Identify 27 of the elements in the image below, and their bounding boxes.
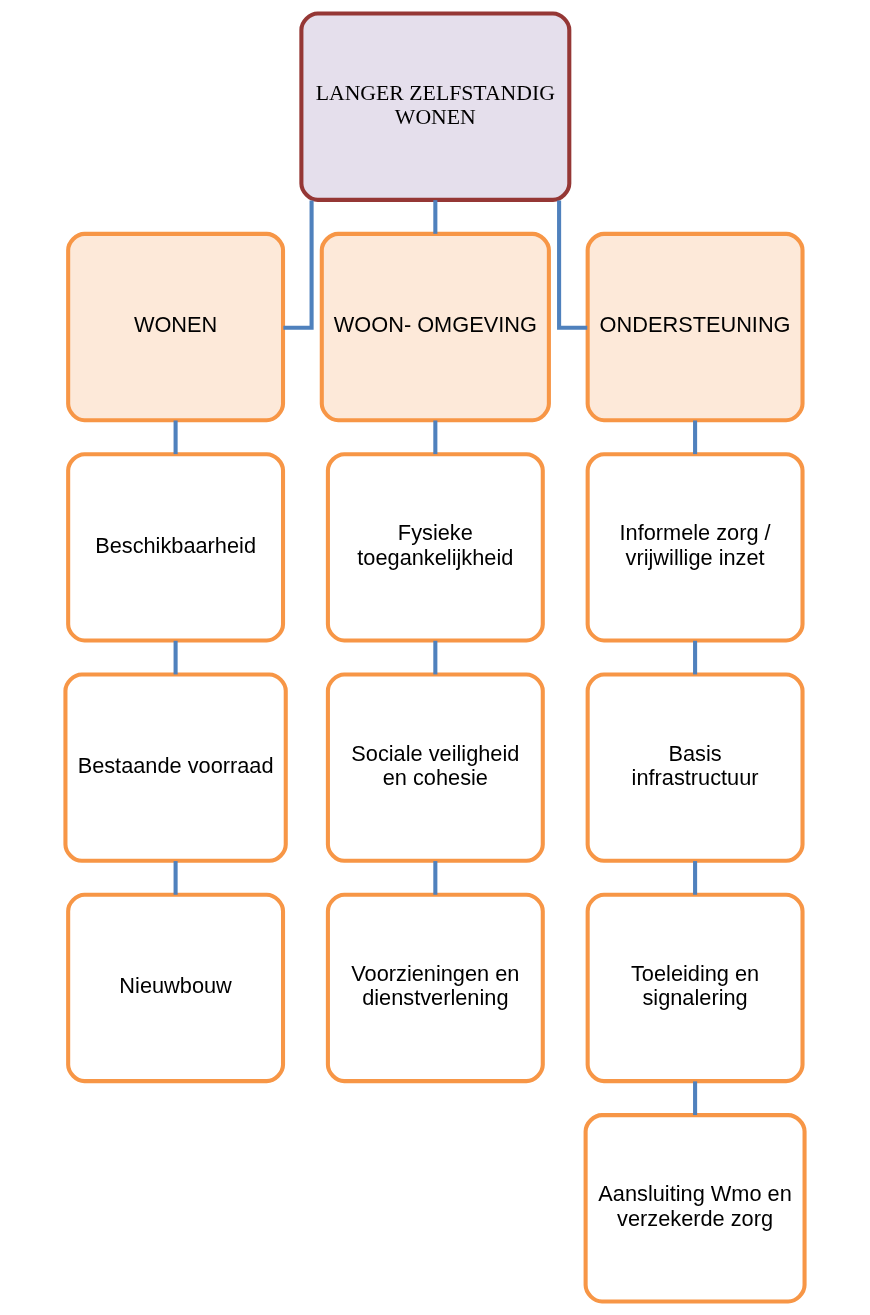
connector: [173, 640, 178, 675]
node-box: Beschikbaarheid: [66, 452, 286, 643]
connector: [173, 420, 178, 455]
connector: [433, 640, 438, 675]
node-box: Toeleiding en signalering: [585, 892, 805, 1084]
connector: [433, 420, 438, 455]
connector: [693, 861, 698, 895]
connector: [557, 200, 588, 330]
node-box: Bestaande voorraad: [63, 672, 288, 863]
connector: [173, 861, 178, 895]
connector: [693, 1081, 698, 1116]
node-box: Aansluiting Wmo en verzekerde zorg: [583, 1113, 807, 1304]
connector: [433, 861, 438, 895]
connector: [693, 640, 698, 675]
connector: [433, 200, 438, 234]
node-box: Voorzieningen en dienstverlening: [325, 892, 545, 1084]
connector: [693, 420, 698, 455]
connector: [283, 200, 314, 330]
node-box: Fysieke toegankelijkheid: [325, 452, 545, 643]
node-box: Sociale veiligheid en cohesie: [325, 672, 545, 863]
node-box: WOON- OMGEVING: [319, 231, 551, 423]
node-box: Basis infrastructuur: [585, 672, 805, 863]
node-box: ONDERSTEUNING: [585, 231, 805, 423]
node-box: Nieuwbouw: [66, 892, 286, 1084]
node-box: WONEN: [66, 231, 286, 423]
node-box: LANGER ZELFSTANDIG WONEN: [299, 11, 572, 202]
node-box: Informele zorg / vrijwillige inzet: [585, 452, 805, 643]
